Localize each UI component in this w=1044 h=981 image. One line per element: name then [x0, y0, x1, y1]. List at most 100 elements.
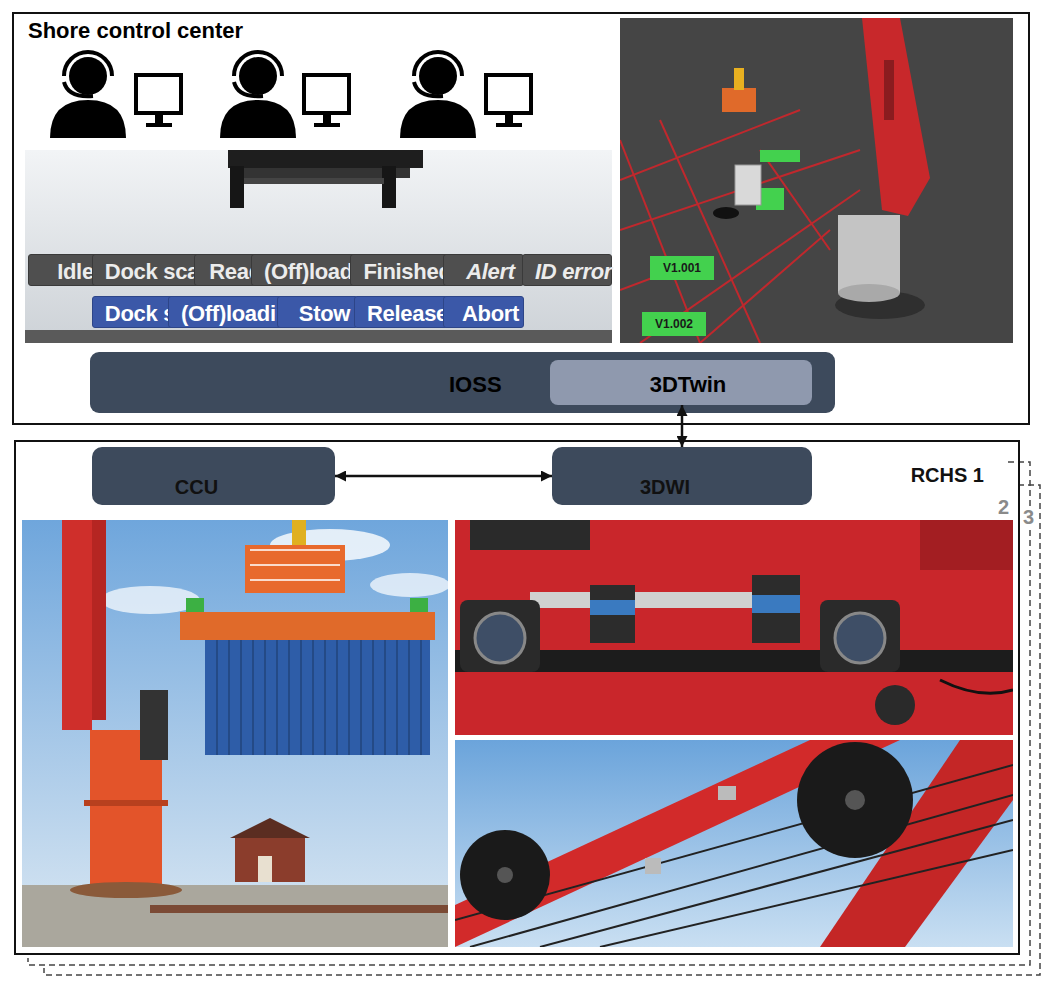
operator-icon [64, 52, 112, 76]
monitor-icon [155, 113, 163, 123]
twin-3d-view [713, 207, 739, 219]
module-box: 3DWI [552, 447, 812, 505]
crane-photo [250, 550, 340, 580]
instance-number: 3 [1021, 506, 1036, 528]
operator-icon [50, 100, 126, 138]
sensor-photo [455, 520, 1013, 735]
boom-photo [718, 786, 736, 800]
button-label: Idle [57, 259, 94, 285]
monitor-icon [314, 123, 340, 127]
boom-photo [455, 765, 1013, 947]
sensor-photo [920, 520, 1013, 570]
boom-photo [845, 790, 865, 810]
operator-icon [414, 52, 462, 76]
operator-icon [64, 82, 93, 96]
operator-icon [400, 52, 476, 138]
hmi-screenshot [382, 166, 396, 208]
twin-3d-view [620, 18, 1013, 343]
module-box: CCU [92, 447, 335, 505]
frame-title: Shore control center [28, 18, 243, 44]
hmi-screenshot [25, 330, 612, 343]
operator-icon [69, 57, 107, 95]
operator-icon [239, 57, 277, 95]
module-label: 3DWI [640, 476, 690, 499]
sensor-photo [590, 585, 635, 643]
crane-photo [180, 612, 435, 640]
twin-3d-view [838, 284, 900, 302]
sensor-photo [752, 595, 800, 613]
software-bar: IOSS 3DTwin [90, 352, 835, 413]
crane-photo [258, 856, 272, 882]
button-label: Alert [466, 259, 515, 285]
crane-photo [186, 598, 204, 612]
crane-photo [150, 905, 448, 913]
button-label: Stow [299, 301, 350, 327]
bay-tag: V1.001 [650, 256, 714, 280]
monitor-icon [146, 123, 172, 127]
crane-photo [292, 520, 306, 548]
module-label: CCU [175, 476, 218, 499]
crane-photo [22, 520, 448, 947]
connector [335, 475, 552, 478]
hmi-button: Abort [443, 296, 524, 328]
sensor-photo [752, 575, 800, 643]
boom-photo [455, 740, 1013, 947]
twin-3d-view [620, 110, 860, 343]
crane-photo [230, 818, 310, 838]
sensor-photo [455, 520, 1013, 735]
operator-icon [414, 82, 443, 96]
twin-3d-view [620, 150, 860, 230]
twin-3d-view [838, 215, 900, 293]
sensor-photo [835, 613, 885, 663]
operator-icon [220, 52, 296, 138]
button-label: Finished [363, 259, 451, 285]
frame-title: RCHS 1 [911, 464, 984, 487]
crane-photo [140, 690, 168, 760]
hmi-screenshot [244, 178, 384, 184]
button-label: Abort [462, 301, 519, 327]
hmi-screenshot [230, 166, 244, 208]
twin-3d-view [660, 120, 760, 343]
monitor-icon [136, 75, 181, 113]
crane-photo [235, 838, 305, 882]
hmi-button: Finished [350, 254, 451, 286]
bay-tag: V1.002 [642, 312, 706, 336]
boom-photo [540, 820, 1013, 947]
twin-3d-view [862, 18, 930, 216]
sensor-photo [475, 613, 525, 663]
boom-photo [497, 867, 513, 883]
operator-icon [220, 100, 296, 138]
twin-3d-view [642, 312, 706, 336]
bar-label: IOSS [449, 372, 502, 398]
monitor-icon [486, 75, 531, 113]
monitor-icon [323, 113, 331, 123]
twin-3d-view [722, 88, 756, 112]
crane-photo [370, 573, 448, 597]
operator-icon [234, 52, 282, 76]
system-frame: Shore control centerIdleDock scanReady(O… [12, 12, 1030, 425]
operator-icon [419, 57, 457, 95]
hmi-screenshot [25, 150, 612, 343]
sensor-photo [460, 600, 540, 672]
button-label: Release [367, 301, 448, 327]
twin-3d-view [700, 230, 830, 343]
operator-icon [234, 82, 263, 96]
twin-3d-view [734, 68, 744, 90]
crane-photo [205, 640, 430, 755]
twin-3d-view [620, 18, 1013, 343]
twin-3d-view [735, 165, 761, 205]
hmi-button: ID error [522, 254, 612, 286]
operator-icon [400, 100, 476, 138]
monitor-icon [304, 75, 349, 127]
software-bar-fill [90, 352, 835, 413]
sensor-photo [470, 520, 590, 550]
button-label: ID error [535, 259, 612, 285]
sensor-photo [875, 685, 915, 725]
twin-3d-view [884, 60, 894, 120]
hmi-screenshot [25, 150, 612, 343]
twin-3d-view [760, 150, 800, 162]
system-frame: RCHS 1 CCU 3DWI [14, 440, 1020, 955]
boom-photo [470, 795, 1013, 947]
operator-icon [50, 52, 126, 138]
module-box: 3DTwin [550, 360, 812, 405]
